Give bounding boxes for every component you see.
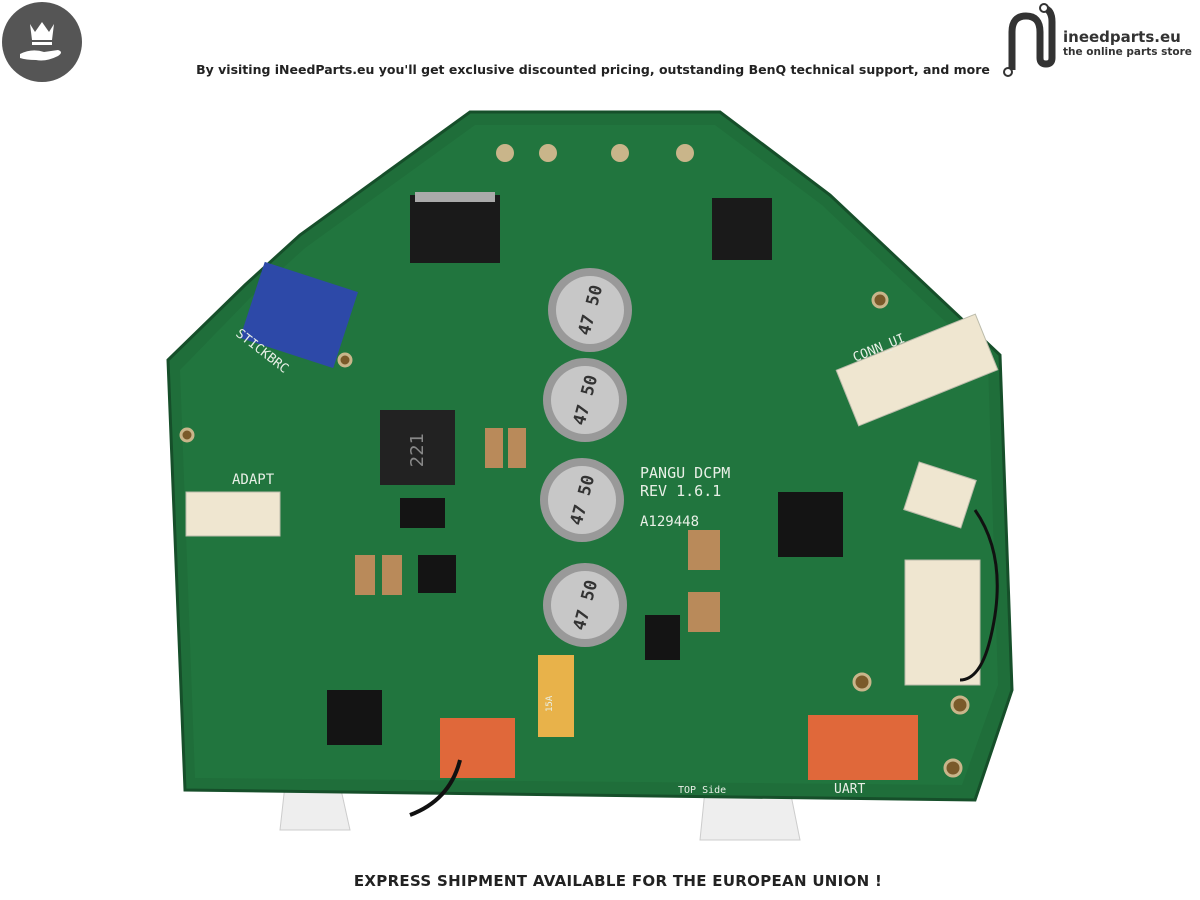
top-side-label: TOP Side	[678, 785, 726, 796]
inductor-marking: 221	[407, 433, 428, 467]
connector	[440, 718, 515, 778]
board-part-label: A129448	[640, 514, 699, 530]
capacitor: 47 50	[548, 268, 632, 352]
transistor	[410, 195, 500, 263]
conn-ui-connector	[835, 313, 999, 427]
connector	[903, 461, 977, 529]
ic-chip	[778, 492, 843, 557]
inductor	[380, 410, 455, 485]
adapt-connector	[185, 491, 281, 537]
adapt-label: ADAPT	[232, 472, 275, 488]
ic-chip	[327, 690, 382, 745]
fuse-marking: 15A	[545, 695, 555, 712]
top-pads	[496, 144, 694, 162]
connector	[904, 559, 981, 686]
capacitor: 47 50	[540, 458, 624, 542]
logo-mark-icon	[1003, 3, 1056, 77]
wire	[409, 759, 462, 817]
fuse	[538, 655, 574, 737]
ceramic-capacitors	[355, 428, 720, 632]
capacitor: 47 50	[543, 563, 627, 647]
board-model-label: PANGU DCPM	[640, 464, 730, 482]
mounting-holes	[179, 291, 970, 778]
ic-chip	[400, 498, 445, 528]
uart-connector	[808, 715, 918, 780]
logo-name: ineedparts.eu	[1063, 28, 1181, 46]
ic-chip	[418, 555, 456, 593]
crown-hand-icon	[2, 2, 82, 82]
ic-chip	[645, 615, 680, 660]
blue-potentiometer	[240, 261, 358, 369]
wire	[959, 509, 999, 682]
promo-tagline: By visiting iNeedParts.eu you'll get exc…	[196, 62, 990, 77]
logo-subtitle: the online parts store	[1063, 46, 1192, 58]
board-revision-label: REV 1.6.1	[640, 482, 721, 500]
electrolytic-capacitors: 47 50 47 50 47 50 47 50	[540, 268, 632, 647]
capacitor: 47 50	[543, 358, 627, 442]
uart-label: UART	[834, 782, 865, 797]
transistor	[712, 198, 772, 260]
ineedparts-logo[interactable]	[1000, 2, 1200, 78]
shipping-notice: EXPRESS SHIPMENT AVAILABLE FOR THE EUROP…	[353, 872, 883, 890]
